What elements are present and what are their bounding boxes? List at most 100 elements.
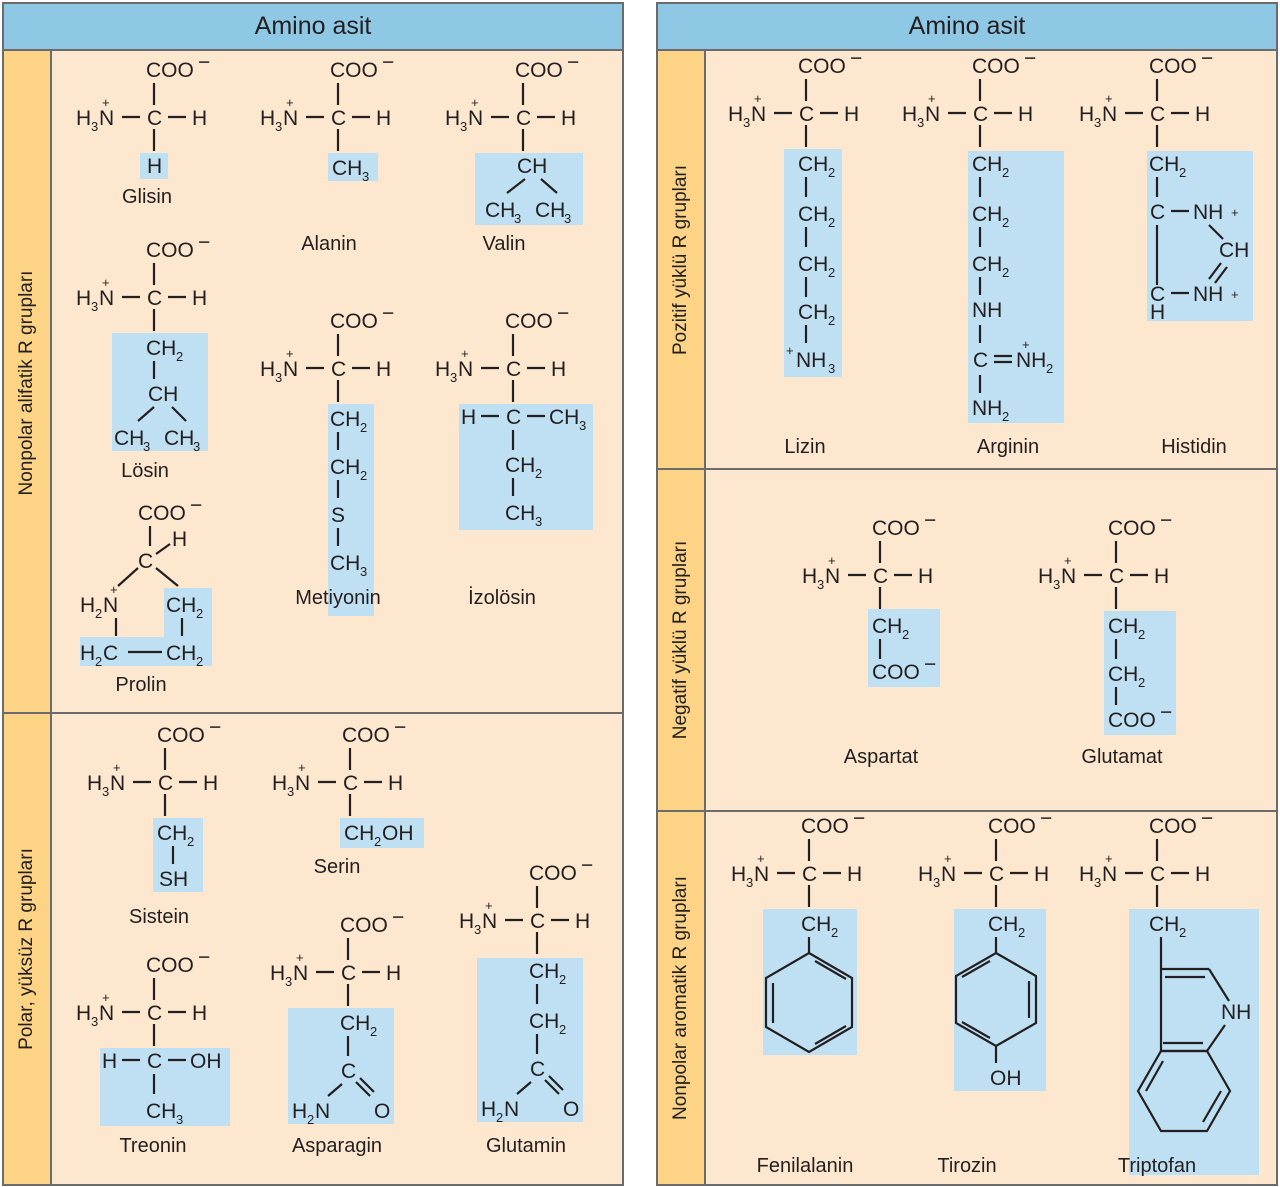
h2n-subscript: 2: [95, 606, 102, 621]
ch3-subscript: 3: [514, 211, 521, 226]
benzene-ring: [764, 951, 854, 1054]
c-label: C: [1150, 863, 1165, 886]
ch2-subscript: 2: [828, 265, 835, 280]
coo-label: COO: [1108, 709, 1156, 732]
h-label: H: [1034, 863, 1049, 886]
ch2-subscript: 2: [196, 654, 203, 669]
ch2-subscript: 2: [196, 606, 203, 621]
coo-minus: −: [1160, 509, 1172, 532]
histidin-molecule: COO − H 3 N + C H CH 2 C NH + CH C NH + …: [1079, 47, 1253, 324]
ch-label: CH: [148, 383, 178, 406]
tirozin-molecule: COO − H 3 N + C H CH 2 OH: [918, 807, 1052, 1091]
h3n-label: H: [260, 358, 275, 381]
ch2-label: CH: [146, 337, 176, 360]
h3n-label: H: [1079, 103, 1094, 126]
n-plus: +: [1231, 287, 1239, 302]
h3n-subscript: 3: [102, 784, 109, 799]
h3n-label: H: [260, 107, 275, 130]
h-label: H: [1150, 301, 1165, 324]
ch2oh-tail: OH: [382, 822, 414, 845]
h-label: H: [1154, 565, 1169, 588]
ch3-subscript: 3: [193, 439, 200, 454]
h3n-n: N: [99, 107, 114, 130]
treonin-name: Treonin: [119, 1135, 187, 1157]
bond: [1145, 1060, 1164, 1092]
c-label: C: [799, 103, 814, 126]
h3n-n: N: [941, 863, 956, 886]
c-label: C: [1150, 103, 1165, 126]
h3n-n: N: [751, 103, 766, 126]
ch2-label: CH: [1108, 663, 1138, 686]
h3n-label: H: [445, 107, 460, 130]
c-label: C: [989, 863, 1004, 886]
n-plus: +: [1105, 851, 1113, 866]
ch2-subscript: 2: [535, 466, 542, 481]
bond: [548, 1075, 564, 1091]
aspartat-molecule: COO − H 3 N + C H CH 2 COO −: [802, 509, 940, 687]
ch-label: CH: [517, 155, 547, 178]
oh-label: OH: [190, 1050, 222, 1073]
h-label: H: [102, 1050, 117, 1073]
c-label: C: [147, 107, 162, 130]
h3n-subscript: 3: [285, 974, 292, 989]
c-label: C: [1150, 201, 1165, 224]
h3n-n: N: [925, 103, 940, 126]
ch-label: CH: [1219, 239, 1249, 262]
h-label: H: [1195, 863, 1210, 886]
ch2oh-subscript: 2: [374, 834, 381, 849]
serin-r-group: [340, 818, 424, 848]
ch2oh-label: CH: [344, 822, 374, 845]
nh2-label: NH: [1016, 349, 1046, 372]
izolosin-molecule: COO − H 3 N + C H H C CH 3 CH 2 CH 3: [435, 302, 593, 530]
coo-minus: −: [567, 51, 579, 74]
h3n-label: H: [731, 863, 746, 886]
coo-minus: −: [1201, 47, 1213, 70]
coo-minus: −: [198, 946, 210, 969]
bond: [327, 1083, 343, 1097]
izolosin-r-group: [459, 404, 593, 530]
n-plus: +: [1022, 337, 1030, 352]
h-label: H: [386, 962, 401, 985]
arginin-name: Arginin: [976, 436, 1040, 458]
coo-label: COO: [988, 815, 1036, 838]
n-plus: +: [102, 990, 110, 1005]
fenilalanin-molecule: COO − H 3 N + C H CH 2: [731, 807, 865, 1055]
ch2-subscript: 2: [1179, 925, 1186, 940]
polar-uncharged-label-bar: Polar, yüksüz R grupları: [4, 714, 52, 1184]
glutamat-name: Glutamat: [1081, 746, 1163, 768]
ch2-subscript: 2: [831, 925, 838, 940]
h-label: H: [561, 107, 576, 130]
treonin-r-group: [100, 1048, 230, 1126]
h3n-label: H: [728, 103, 743, 126]
c-label: C: [516, 107, 531, 130]
left-header: Amino asit: [4, 4, 622, 51]
c-label: C: [331, 358, 346, 381]
glutamin-name: Glutamin: [485, 1135, 567, 1157]
bond: [1208, 968, 1230, 1002]
ch2-subscript: 2: [1002, 165, 1009, 180]
ch2-label: CH: [166, 642, 196, 665]
ch2-label: CH: [798, 153, 828, 176]
bond: [814, 960, 847, 980]
coo-minus: −: [557, 302, 569, 325]
ch2-label: CH: [798, 203, 828, 226]
c-label: C: [873, 565, 888, 588]
ch3-label: CH: [164, 427, 194, 450]
coo-minus: −: [581, 854, 593, 877]
coo-minus: −: [853, 807, 865, 830]
c-label: C: [973, 103, 988, 126]
nh-label: NH: [1193, 201, 1223, 224]
n-plus: +: [1064, 553, 1072, 568]
c-label: C: [147, 1002, 162, 1025]
h-label: H: [1195, 103, 1210, 126]
polar-section-divider: [4, 712, 622, 1184]
h3n-subscript: 3: [460, 119, 467, 134]
ch2-label: CH: [505, 454, 535, 477]
h-label: H: [192, 1002, 207, 1025]
ch3-label: CH: [535, 199, 565, 222]
right-header: Amino asit: [658, 4, 1276, 51]
h3n-subscript: 3: [917, 115, 924, 130]
h-label: H: [551, 358, 566, 381]
h3n-subscript: 3: [817, 577, 824, 592]
h3n-label: H: [1038, 565, 1053, 588]
